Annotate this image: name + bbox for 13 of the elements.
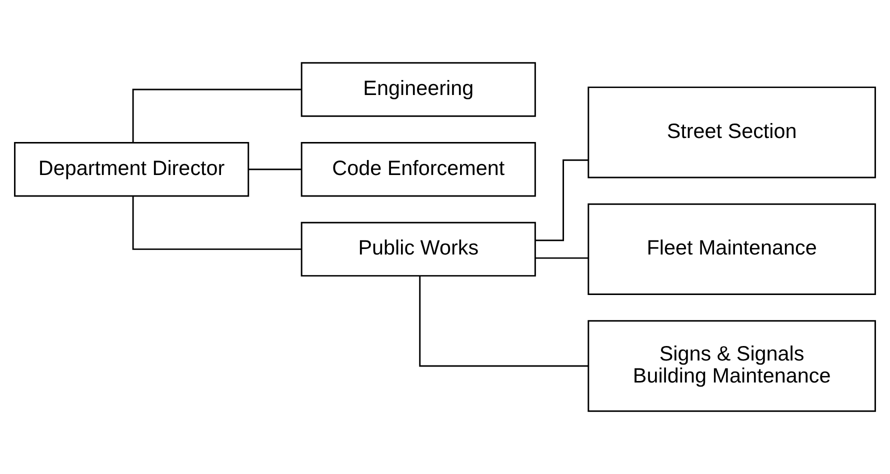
connector	[132, 196, 302, 250]
connector	[536, 257, 588, 259]
node-box: Code Enforcement	[300, 142, 536, 197]
node-box: Fleet Maintenance	[588, 203, 876, 296]
connector	[132, 88, 302, 142]
node-box: Street Section	[588, 86, 876, 178]
connector	[248, 168, 302, 170]
node-box: Public Works	[300, 222, 536, 277]
node-box: Engineering	[300, 62, 536, 117]
connector	[419, 276, 588, 367]
node-box: Department Director	[14, 142, 250, 197]
connector	[535, 159, 588, 242]
node-box: Signs & Signals Building Maintenance	[588, 320, 876, 412]
